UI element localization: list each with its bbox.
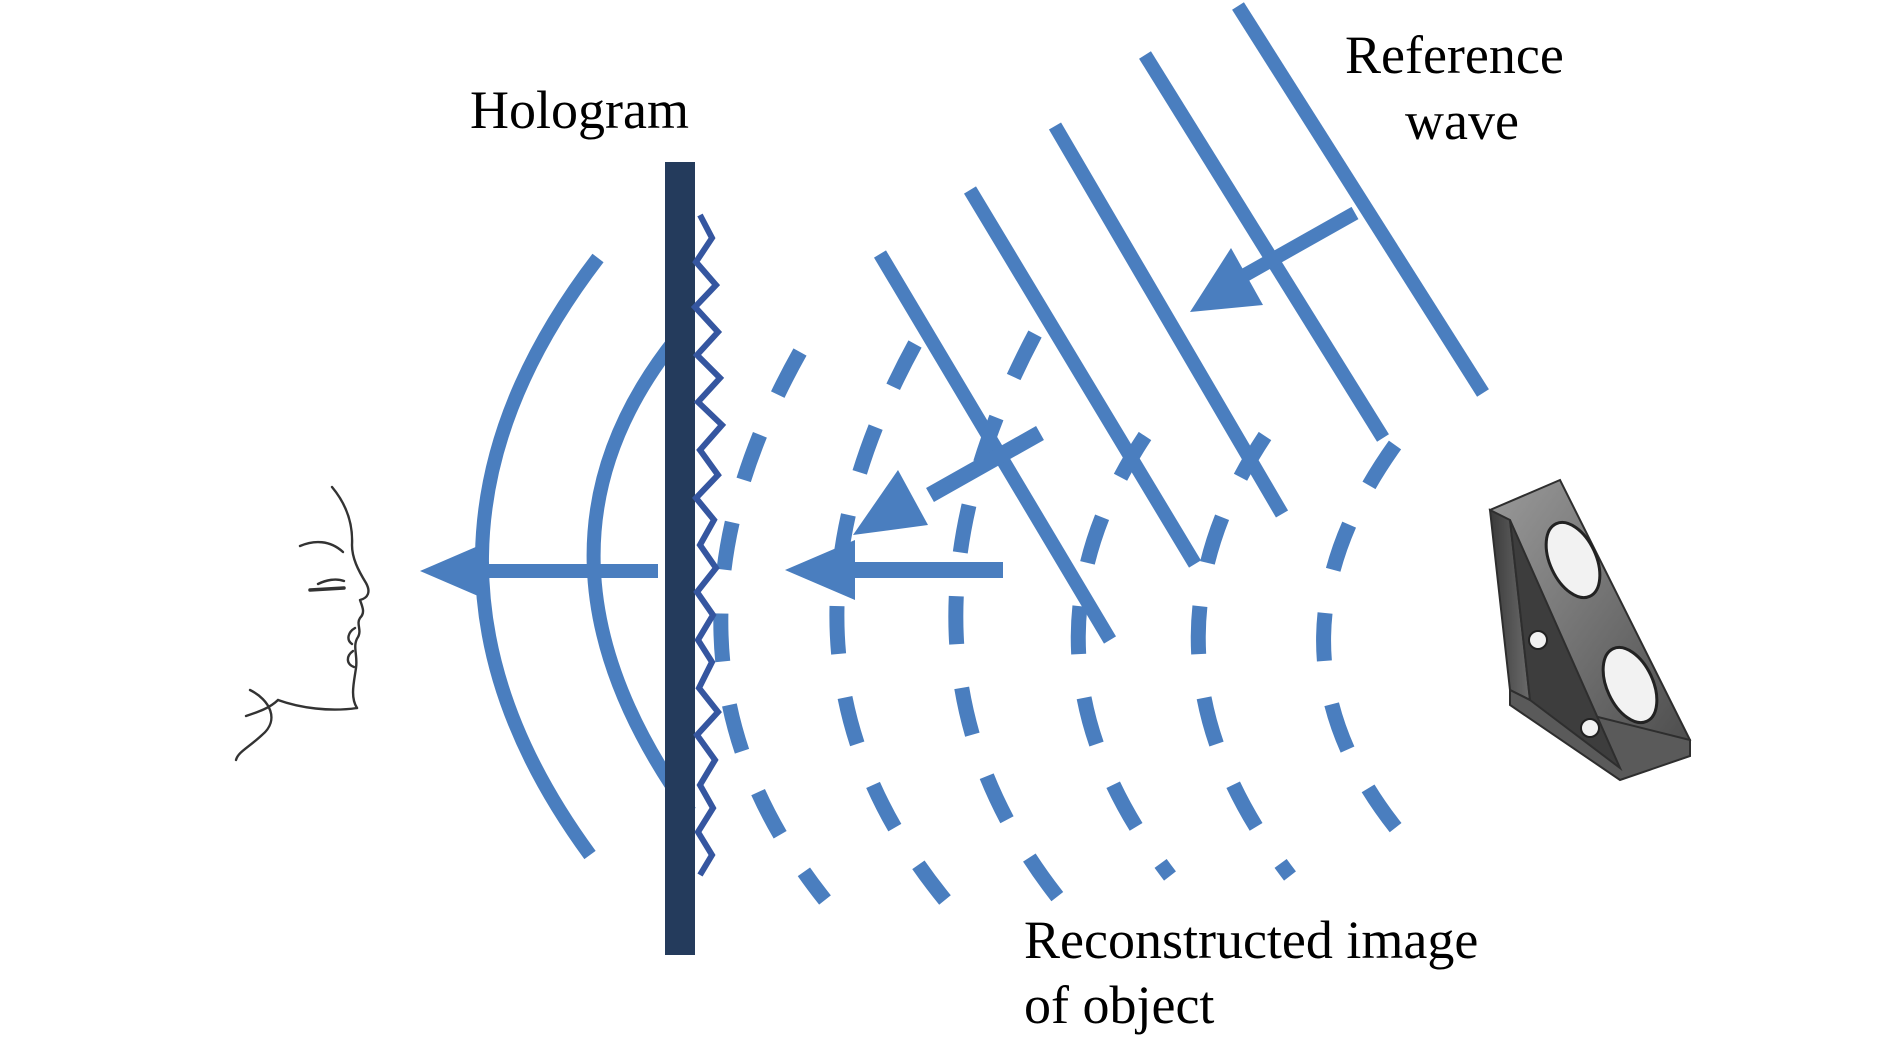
hologram-plate xyxy=(665,162,695,955)
object-wavefront xyxy=(1190,431,1296,881)
object-arrow-head xyxy=(785,540,855,600)
triangular-bracket-object-icon xyxy=(1488,478,1692,782)
face-profile-icon xyxy=(234,485,370,762)
reconstructed-object-wave xyxy=(713,330,1416,905)
hologram-label: Hologram xyxy=(470,80,689,140)
reference-wavefront xyxy=(1048,122,1289,518)
reference-wavefront xyxy=(1139,51,1389,442)
reference-wave-label-line2: wave xyxy=(1405,91,1519,151)
object-wavefront xyxy=(1070,431,1176,881)
object-wavefront xyxy=(948,330,1066,905)
reference-wavefront xyxy=(873,250,1117,644)
reference-arrow-head xyxy=(1190,248,1263,312)
reference-wavefront xyxy=(964,186,1201,568)
reference-wave xyxy=(873,2,1489,644)
reconstructed-image-label-line1: Reconstructed image xyxy=(1024,910,1478,970)
viewer-wave xyxy=(420,253,696,860)
reference-wave-label-line1: Reference xyxy=(1345,25,1564,85)
object-arrow-head xyxy=(853,470,928,535)
interference-pattern xyxy=(690,213,727,877)
reference-wavefront xyxy=(1232,2,1489,397)
object-wavefront xyxy=(829,340,951,905)
reference-arrow-shaft xyxy=(1241,206,1359,282)
object-wave-arrows xyxy=(785,426,1044,600)
viewer-arrow-head xyxy=(420,543,485,599)
viewer-wavefront xyxy=(475,253,604,860)
object-arrow-shaft xyxy=(926,426,1044,502)
reconstructed-image-label-line2: of object xyxy=(1024,975,1214,1035)
object-wavefront xyxy=(713,348,831,905)
object-wavefront xyxy=(1316,440,1416,850)
